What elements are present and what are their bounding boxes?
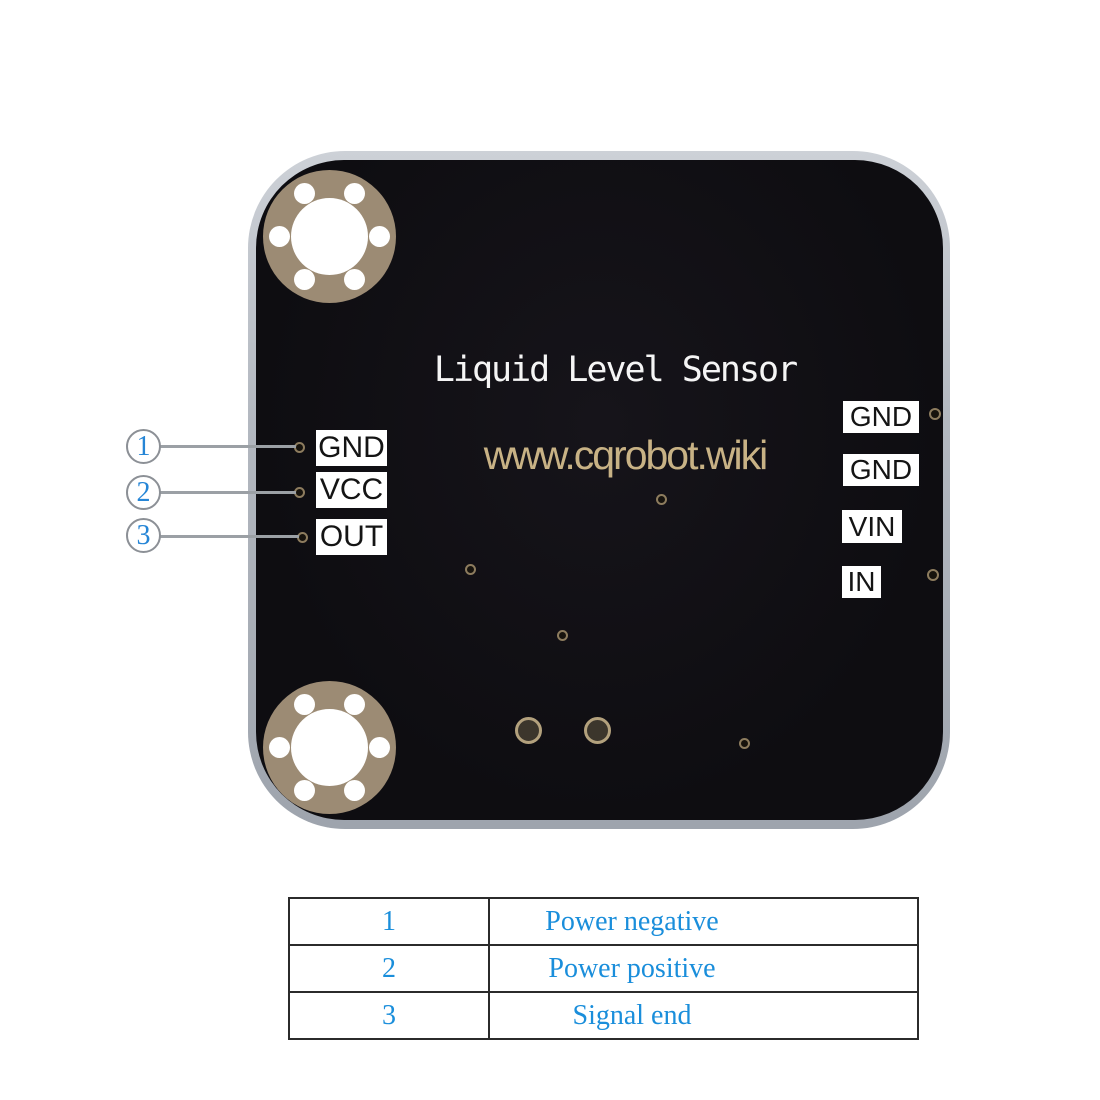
- pin-label-vcc-left: VCC: [316, 472, 387, 508]
- row-description: Power positive: [548, 952, 716, 984]
- row-number: 1: [290, 899, 490, 944]
- pin-legend-table: 1 Power negative 2 Power positive 3 Sign…: [288, 897, 919, 1040]
- pin-label-out-left: OUT: [316, 519, 387, 555]
- bolt-hole: [269, 737, 290, 758]
- pin-label-gnd-right-2: GND: [843, 454, 919, 486]
- bolt-hole: [369, 226, 390, 247]
- row-description: Signal end: [572, 999, 692, 1031]
- callout-line-3: [160, 535, 299, 538]
- bolt-hole: [269, 226, 290, 247]
- pin-label-in-right: IN: [842, 566, 881, 598]
- bolt-hole: [294, 183, 315, 204]
- solder-pad: [584, 717, 611, 744]
- table-row: 1 Power negative: [290, 899, 917, 944]
- via: [656, 494, 667, 505]
- callout-line-2: [160, 491, 296, 494]
- row-number: 3: [290, 993, 490, 1038]
- bolt-hole: [344, 694, 365, 715]
- screw-pad-bottom-right: [927, 569, 939, 581]
- via: [739, 738, 750, 749]
- bolt-hole: [344, 780, 365, 801]
- board-title: Liquid Level Sensor: [433, 350, 798, 390]
- callout-line-1: [160, 445, 296, 448]
- callout-1: 1: [126, 429, 161, 464]
- callout-2: 2: [126, 475, 161, 510]
- center-hole: [291, 709, 368, 786]
- callout-3: 3: [126, 518, 161, 553]
- bolt-hole: [294, 780, 315, 801]
- bolt-hole: [344, 269, 365, 290]
- via: [557, 630, 568, 641]
- mounting-hole-top-left: [263, 170, 396, 303]
- center-hole: [291, 198, 368, 275]
- bolt-hole: [369, 737, 390, 758]
- bolt-hole: [344, 183, 365, 204]
- row-number: 2: [290, 946, 490, 991]
- mounting-hole-bottom-left: [263, 681, 396, 814]
- solder-pad: [515, 717, 542, 744]
- board-url: www.cqrobot.wiki: [483, 432, 768, 478]
- table-row: 2 Power positive: [290, 944, 917, 991]
- bolt-hole: [294, 694, 315, 715]
- row-description: Power negative: [545, 905, 719, 937]
- via: [465, 564, 476, 575]
- pin-label-vin-right: VIN: [842, 510, 902, 543]
- pin-label-gnd-left: GND: [316, 430, 387, 466]
- table-row: 3 Signal end: [290, 991, 917, 1038]
- screw-pad-top-right: [929, 408, 941, 420]
- pin-label-gnd-right-1: GND: [843, 401, 919, 433]
- bolt-hole: [294, 269, 315, 290]
